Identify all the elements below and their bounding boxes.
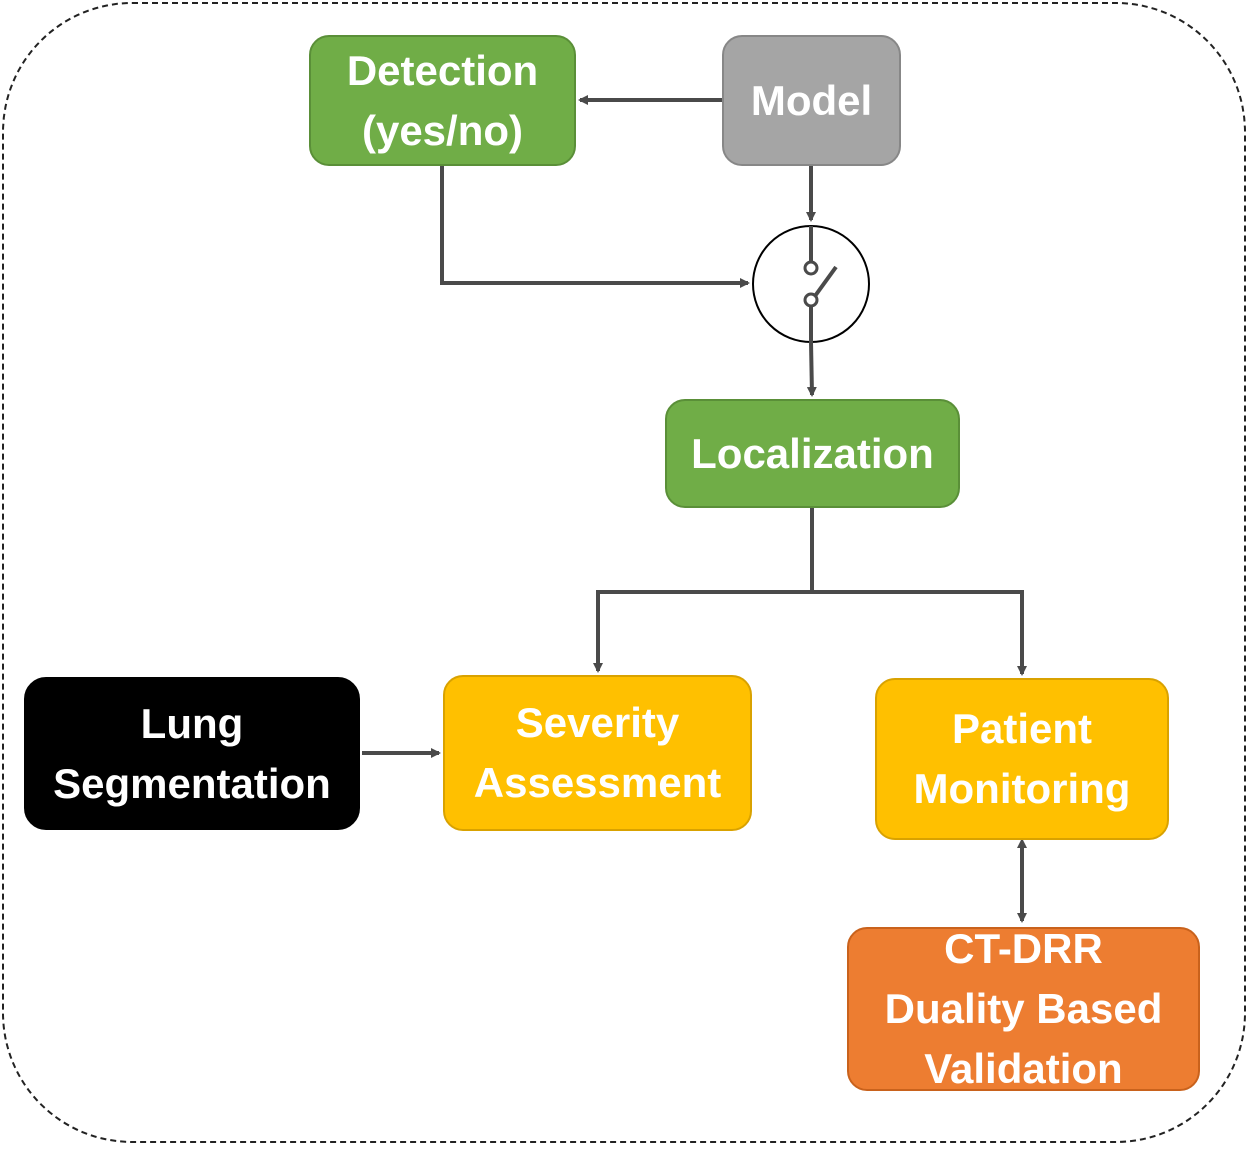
edge-detection-to-switch [440, 166, 750, 288]
patient-monitoring-node: Patient Monitoring [875, 678, 1169, 840]
model-node: Model [722, 35, 901, 166]
edge-localization-to-severity [593, 590, 812, 673]
detection-node: Detection (yes/no) [309, 35, 576, 166]
ct-drr-validation-node: CT-DRR Duality Based Validation [847, 925, 1200, 1092]
edge-switch-to-localization [806, 341, 817, 397]
switch-icon [752, 225, 870, 343]
localization-node: Localization [665, 399, 960, 508]
severity-assessment-node: Severity Assessment [443, 675, 752, 831]
lung-segmentation-node: Lung Segmentation [24, 677, 360, 830]
edge-localization-to-patient [812, 590, 1027, 676]
